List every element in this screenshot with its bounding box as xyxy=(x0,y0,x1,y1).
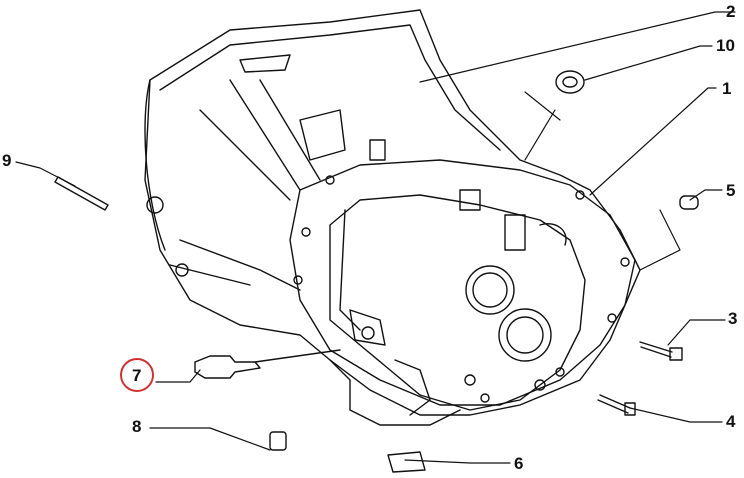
plug-part-8 xyxy=(269,431,287,451)
gear-case xyxy=(329,194,586,411)
sensor-part-7 xyxy=(194,349,341,379)
callout-4[interactable]: 4 xyxy=(726,412,736,431)
callout-5[interactable]: 5 xyxy=(726,181,736,200)
washer-part-10 xyxy=(555,70,585,94)
callout-10[interactable]: 10 xyxy=(716,36,735,55)
callout-9[interactable]: 9 xyxy=(2,151,12,170)
callout-6[interactable]: 6 xyxy=(514,454,524,473)
callout-2[interactable]: 2 xyxy=(726,2,736,21)
callout-7[interactable]: 7 xyxy=(132,366,142,385)
callout-3[interactable]: 3 xyxy=(728,309,738,328)
callout-1[interactable]: 1 xyxy=(722,79,732,98)
highlight-circle-7 xyxy=(120,358,154,392)
plate-part-6 xyxy=(387,451,426,473)
bearing-bore-lower xyxy=(498,308,552,362)
bolt-part-3 xyxy=(639,341,683,361)
stud-part-9 xyxy=(54,176,109,211)
bearing-bore-upper xyxy=(465,265,515,315)
stud-part-4 xyxy=(597,394,636,416)
callout-8[interactable]: 8 xyxy=(132,417,142,436)
pin-part-5 xyxy=(679,195,699,210)
leader-lines xyxy=(15,11,736,464)
bellhousing-outline xyxy=(144,9,641,416)
housing-flange xyxy=(289,159,636,406)
